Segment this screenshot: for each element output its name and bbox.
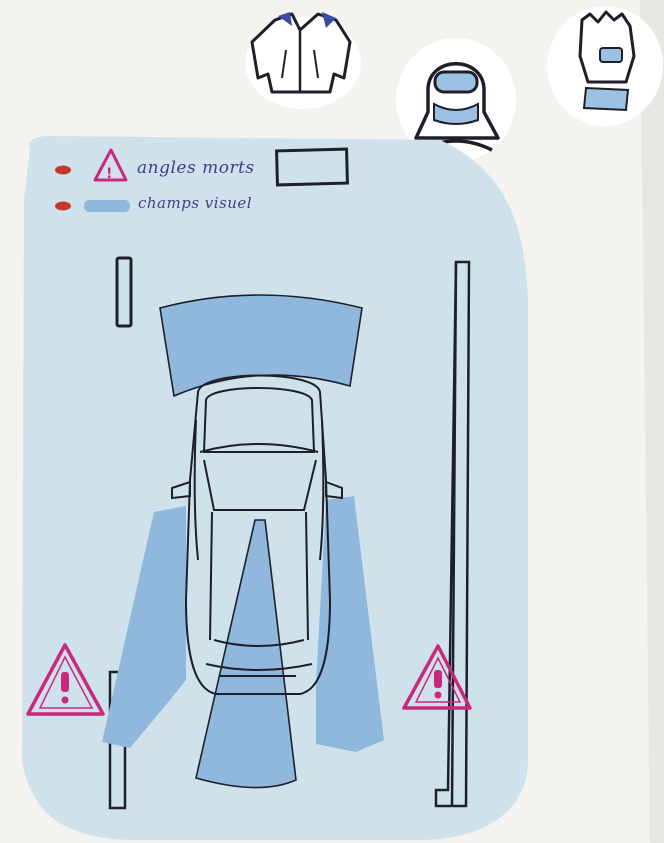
bullet-marker-icon bbox=[55, 166, 71, 175]
legend-blind-spots-label: angles morts bbox=[137, 158, 255, 178]
legend-field-of-view-label: champs visuel bbox=[138, 194, 252, 212]
bullet-marker-icon bbox=[55, 202, 71, 211]
field-of-view-swatch bbox=[84, 200, 130, 212]
svg-text:!: ! bbox=[106, 166, 112, 182]
